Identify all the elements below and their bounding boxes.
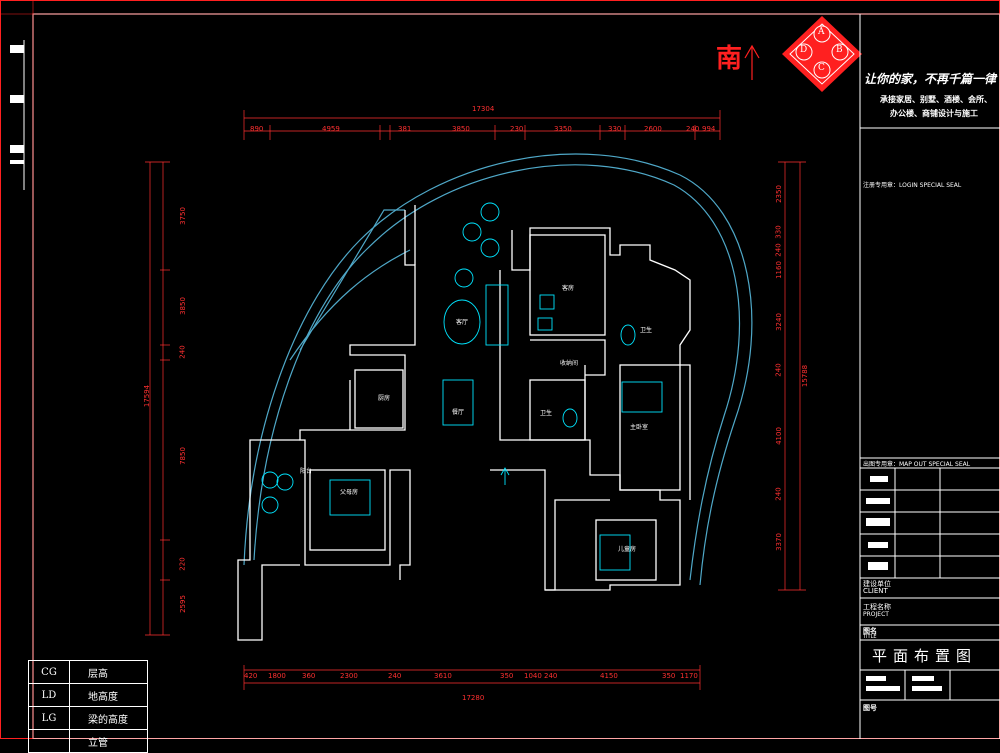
services-line-2: 办公楼、商铺设计与施工 bbox=[890, 109, 978, 118]
dim-bottom-segment: 420 bbox=[244, 672, 258, 680]
drawing-name-label-cn: 图名 bbox=[863, 627, 877, 635]
dim-top-segment: 3350 bbox=[554, 125, 572, 133]
client-label-en: CLIENT bbox=[863, 587, 888, 595]
dim-bottom-segment: 1800 bbox=[268, 672, 286, 680]
dim-right-segment: 330 bbox=[774, 225, 783, 239]
dim-left-total: 17594 bbox=[143, 384, 152, 408]
drawing-title: 平面布置图 bbox=[872, 647, 978, 665]
dim-bottom-segment: 350 bbox=[662, 672, 676, 680]
dim-right-segment: 3240 bbox=[774, 313, 783, 331]
dim-top-segment: 4959 bbox=[322, 125, 340, 133]
dim-left-segment: 240 bbox=[178, 345, 187, 359]
project-label-cn: 工程名称 bbox=[863, 603, 891, 611]
dim-bottom-segment: 3610 bbox=[434, 672, 452, 680]
room-childs: 儿童房 bbox=[618, 546, 637, 553]
dim-bottom-segment: 240 bbox=[544, 672, 558, 680]
dim-top-segment: 230 bbox=[510, 125, 524, 133]
dim-right-segment: 1160 bbox=[774, 261, 783, 279]
dim-bottom-segment: 2300 bbox=[340, 672, 358, 680]
login-seal-label: 注册专用章：LOGIN SPECIAL SEAL bbox=[863, 182, 962, 189]
dim-right-segment: 4100 bbox=[774, 427, 783, 445]
room-bathroom-1: 卫生 bbox=[640, 327, 653, 334]
dim-top-segment: 890 bbox=[250, 125, 264, 133]
room-kitchen: 厨房 bbox=[378, 395, 391, 402]
dim-top-segment: 994 bbox=[702, 125, 716, 133]
logo-letter-d: D bbox=[800, 45, 808, 55]
room-guest-bedroom: 客房 bbox=[562, 285, 575, 292]
room-storage: 收纳间 bbox=[560, 360, 579, 367]
room-bathroom-2: 卫生 bbox=[540, 410, 553, 417]
dim-left-segment: 220 bbox=[178, 557, 187, 571]
logo-letter-b: B bbox=[836, 45, 843, 55]
legend-code: LG bbox=[29, 707, 70, 729]
dim-right-total: 15788 bbox=[801, 364, 810, 388]
dim-bottom-segment: 360 bbox=[302, 672, 316, 680]
title-block-fills bbox=[866, 476, 942, 691]
room-master-bedroom: 主卧室 bbox=[630, 424, 649, 431]
legend-row: LG 梁的高度 bbox=[29, 707, 147, 730]
legend-row: CG 层高 bbox=[29, 661, 147, 684]
dim-bottom-segment: 350 bbox=[500, 672, 514, 680]
fixtures bbox=[261, 202, 663, 571]
dim-top-segment: 240 bbox=[686, 125, 700, 133]
legend-code bbox=[29, 730, 70, 752]
dim-top-total: 17304 bbox=[472, 105, 495, 113]
room-living: 客厅 bbox=[456, 319, 469, 326]
logo-diamond bbox=[782, 16, 862, 92]
binding-marks bbox=[10, 40, 25, 190]
dim-top-segment: 381 bbox=[398, 125, 412, 133]
dim-top-segment: 2600 bbox=[644, 125, 662, 133]
legend-row: LD 地高度 bbox=[29, 684, 147, 707]
dimension-lines bbox=[145, 110, 806, 690]
dim-bottom-segment: 240 bbox=[388, 672, 402, 680]
legend-code: CG bbox=[29, 661, 70, 683]
project-label-en: PROJECT bbox=[863, 611, 889, 618]
drawing-number-label: 图号 bbox=[863, 704, 877, 712]
dim-left-segment: 2595 bbox=[178, 595, 187, 613]
map-out-seal-label: 出图专用章：MAP OUT SPECIAL SEAL bbox=[863, 461, 971, 468]
room-parents: 父母房 bbox=[340, 489, 359, 496]
drawing-name-label-en: TITLE bbox=[863, 634, 877, 640]
curved-exterior-wall bbox=[243, 153, 753, 586]
title-block-frame bbox=[859, 14, 1000, 739]
legend-label: 地高度 bbox=[88, 691, 118, 703]
room-dining: 餐厅 bbox=[452, 409, 465, 416]
company-slogan: 让你的家，不再千篇一律 bbox=[864, 72, 997, 86]
legend-label: 梁的高度 bbox=[88, 714, 128, 726]
legend-code: LD bbox=[29, 684, 70, 706]
south-label: 南 bbox=[716, 44, 743, 74]
dim-right-segment: 240 bbox=[774, 487, 783, 501]
dim-right-segment: 3370 bbox=[774, 533, 783, 551]
interior-walls bbox=[237, 205, 691, 641]
client-label-cn: 建设单位 bbox=[863, 580, 891, 588]
dim-bottom-segment: 1170 bbox=[680, 672, 698, 680]
legend-label: 立管 bbox=[88, 737, 108, 749]
dim-top-segment: 330 bbox=[608, 125, 622, 133]
room-balcony: 阳台 bbox=[300, 468, 313, 475]
dim-left-segment: 3850 bbox=[178, 297, 187, 315]
dim-top-segment: 3850 bbox=[452, 125, 470, 133]
dim-left-segment: 7850 bbox=[178, 447, 187, 465]
orientation-arrow bbox=[744, 44, 760, 80]
dim-bottom-segment: 4150 bbox=[600, 672, 618, 680]
dim-right-segment: 240 bbox=[774, 363, 783, 377]
services-line-1: 承接家居、别墅、酒楼、会所、 bbox=[880, 95, 992, 104]
dim-right-segment: 2350 bbox=[774, 185, 783, 203]
logo-letter-a: A bbox=[818, 27, 825, 37]
dim-bottom-segment: 1040 bbox=[524, 672, 542, 680]
dim-right-segment: 240 bbox=[774, 243, 783, 257]
dim-bottom-total: 17280 bbox=[462, 694, 485, 702]
legend-table: CG 层高 LD 地高度 LG 梁的高度 立管 bbox=[28, 660, 148, 753]
logo-letter-c: C bbox=[818, 63, 825, 73]
dim-left-segment: 3750 bbox=[178, 207, 187, 225]
legend-row: 立管 bbox=[29, 730, 147, 753]
legend-label: 层高 bbox=[88, 668, 108, 680]
